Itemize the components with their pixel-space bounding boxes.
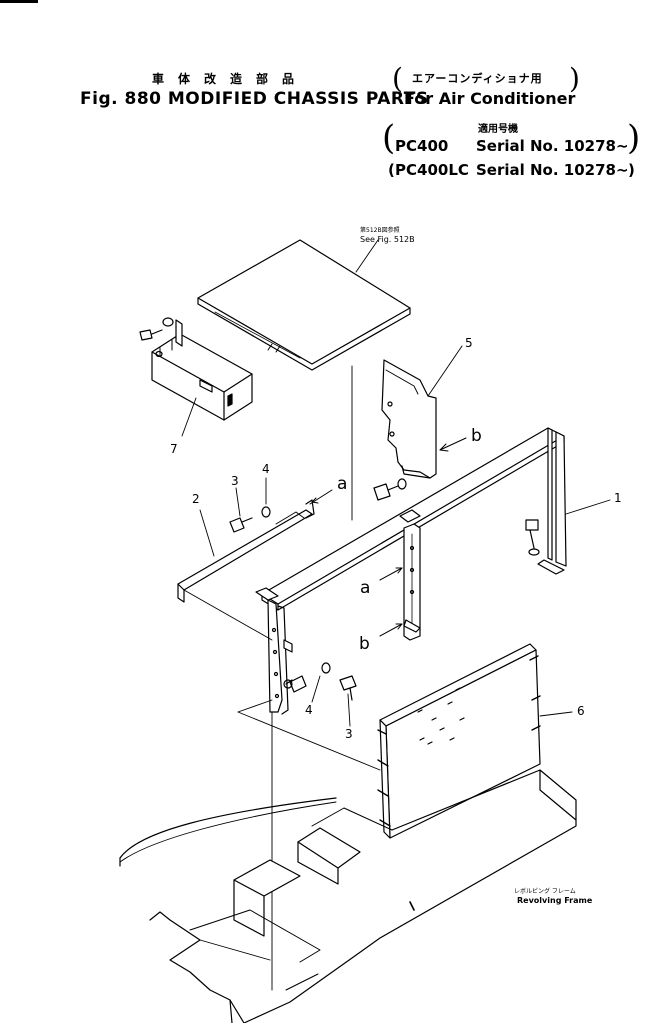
callout-3-lower: 3	[345, 727, 353, 741]
bolt-washer-upper-right	[373, 478, 407, 501]
callout-2: 2	[192, 492, 200, 506]
leader-3-upper	[235, 487, 241, 517]
arrow-label-a-lower: a	[360, 578, 371, 598]
frame-label: Revolving Frame	[517, 896, 593, 905]
arrow-b-lower	[379, 623, 403, 637]
callout-5: 5	[465, 336, 473, 350]
part-1-main-frame	[255, 427, 567, 715]
leader-5	[427, 345, 463, 397]
serial-paren-open: (	[382, 118, 396, 158]
serial-heading-japanese: 適用号機	[478, 124, 518, 135]
arrow-label-b-lower: b	[359, 634, 370, 654]
bolt-washer-right-post	[525, 519, 540, 556]
callout-4-lower: 4	[305, 703, 313, 717]
title-japanese-sub: エアーコンディショナ用	[412, 72, 543, 85]
leader-1	[565, 499, 611, 515]
ref-leader	[355, 239, 379, 273]
leader-3-lower	[347, 693, 351, 727]
arrow-label-a-upper: a	[337, 474, 348, 494]
leader-7	[181, 397, 197, 437]
model-pc400lc-paren: (	[388, 161, 395, 179]
arrow-a-upper	[309, 489, 333, 505]
serial-pc400lc-paren: )	[628, 161, 635, 179]
serial-pc400: Serial No. 10278∼	[476, 137, 629, 155]
callout-3-upper: 3	[231, 474, 239, 488]
part-6-panel	[377, 643, 541, 839]
part-7-box	[139, 317, 253, 421]
part-5-bracket	[381, 359, 437, 479]
revolving-frame	[119, 769, 577, 1023]
serial-pc400lc: Serial No. 10278∼	[476, 161, 629, 179]
part-2-rail	[177, 499, 315, 603]
arrow-b-upper	[439, 437, 467, 451]
corner-mark	[0, 0, 38, 3]
reference-note-japanese: 第512B図参照	[360, 227, 400, 234]
washer-4-upper	[261, 506, 271, 518]
figure-subtitle: For Air Conditioner	[404, 89, 576, 108]
paren-open: (	[392, 62, 403, 95]
callout-1: 1	[614, 491, 622, 505]
model-pc400: PC400	[395, 137, 449, 155]
title-japanese: 車体改造部品	[152, 72, 309, 86]
reference-note: See Fig. 512B	[360, 235, 415, 244]
callout-4-upper: 4	[262, 462, 270, 476]
arrow-a-lower	[379, 567, 403, 581]
projection-line-2	[237, 711, 381, 771]
frame-label-japanese: レボルビング フレーム	[514, 888, 576, 895]
leader-4-lower	[311, 675, 321, 703]
callout-7: 7	[170, 442, 178, 456]
leader-2	[199, 509, 215, 557]
projection-line-1	[183, 589, 273, 641]
callout-6: 6	[577, 704, 585, 718]
paren-close: )	[569, 62, 580, 95]
model-pc400lc: PC400LC	[395, 161, 469, 179]
figure-title: Fig. 880 MODIFIED CHASSIS PARTS	[80, 89, 429, 109]
serial-paren-close: )	[627, 118, 641, 158]
top-cover-panel	[197, 239, 411, 371]
leader-6	[539, 711, 573, 717]
arrow-label-b-upper: b	[471, 426, 482, 446]
bolt-washer-lower	[283, 662, 357, 701]
bolt-3-upper	[229, 517, 253, 533]
